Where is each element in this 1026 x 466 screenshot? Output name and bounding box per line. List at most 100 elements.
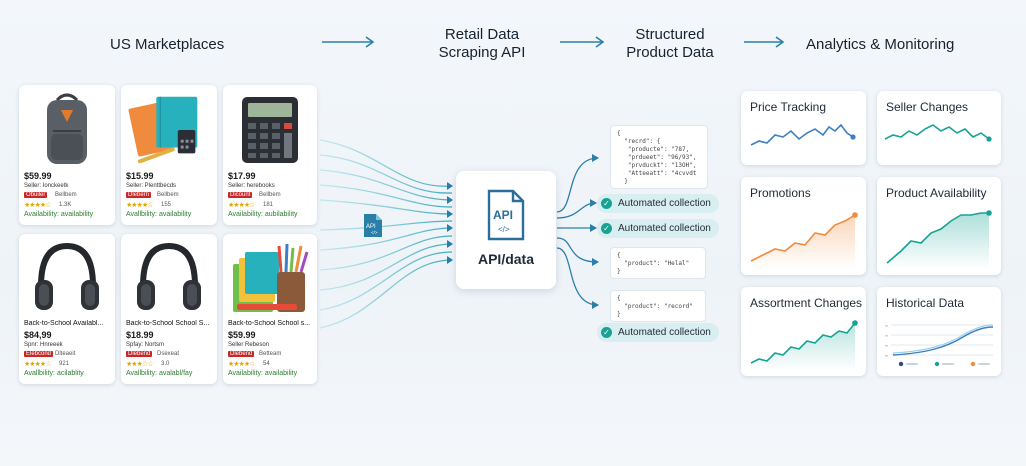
product-availability: Avallbility: avalabl/fay [126,370,193,377]
star-rating-icon: ★★★☆☆ [126,361,153,368]
notebooks-icon [127,89,211,169]
tile-historical-data[interactable]: Historical Data [877,287,1001,376]
tile-title: Assortment Changes [750,296,863,310]
product-seller: Seller: Ionckeetk [24,183,69,189]
automated-collection-pill: ✓ Automated collection [597,323,719,342]
calculator-icon [229,89,311,169]
api-file-icon: API </> [364,214,382,237]
automated-collection-pill: ✓ Automated collection [597,194,719,213]
pill-label: Automated collection [618,223,711,234]
rating-count: 921 [59,361,70,367]
product-availability: Avallbility: acilablity [24,370,84,377]
product-card-backpack[interactable]: $59.99 Seller: Ionckeetk Obuiler Bellbem… [19,85,115,225]
tile-title: Seller Changes [886,100,969,114]
tile-seller-changes[interactable]: Seller Changes [877,91,1001,165]
api-document-icon: API </> [487,189,525,241]
school-supplies-icon [229,238,311,318]
product-price: $17.99 [228,171,256,181]
discount-badge: Obuiler [24,192,48,198]
star-rating-icon: ★★★★☆ [126,202,153,209]
automated-collection-pill: ✓ Automated collection [597,219,719,238]
check-icon: ✓ [601,327,612,338]
tile-title: Product Availability [886,186,987,200]
api-small-label: API [366,224,376,230]
badge-secondary: Bellbem [55,192,77,198]
arrow-right-icon [744,36,785,48]
product-availability: Availability: availability [24,211,94,218]
tile-title: Historical Data [886,296,965,310]
line-chart-icon [884,124,992,142]
product-price: $59.99 [24,171,52,181]
line-chart-icon [885,324,994,367]
product-seller: Seller Rebeson [228,342,270,348]
badge-secondary: Dsexeat [157,351,180,357]
header-scraping-api: Retail Data Scraping API [432,26,532,62]
json-snippet-3: { "product": "record" } [610,290,706,322]
product-seller: Seller: Plenttbecds [126,183,177,189]
header-scraping-api-line2: Scraping API [438,44,526,61]
product-card-headphones-1[interactable]: Back-to-School Availabl... $84,99 Spnr: … [19,234,115,384]
line-chart-icon [750,123,856,146]
api-data-box: API </> API/data [456,171,556,289]
discount-badge: Dicount [228,192,253,198]
product-availability: Availability: availability [228,370,298,377]
json-snippet-1: { "recrd": { "producte": "787, "prdueet"… [610,125,708,189]
area-chart-icon [750,212,858,269]
pill-label: Automated collection [618,327,711,338]
header-scraping-api-line1: Retail Data [444,26,520,43]
area-chart-icon [886,210,992,269]
star-rating-icon: ★★★★☆ [228,361,255,368]
discount-badge: Elebcond [24,351,54,357]
api-box-code: </> [498,225,510,234]
product-price: $18.99 [126,330,154,340]
star-rating-icon: ★★★★☆ [24,202,51,209]
badge-secondary: Betteam [259,351,282,357]
product-seller: Spnr: Hnreeek [24,342,63,348]
tile-promotions[interactable]: Promotions [741,177,866,275]
headphones-icon [25,238,109,318]
check-icon: ✓ [601,223,612,234]
product-card-notebooks[interactable]: $15.99 Seller: Plenttbecds Dlebern Bellb… [121,85,217,225]
arrow-right-icon [560,36,605,48]
headphones-icon [127,238,211,318]
discount-badge: Dlebern [126,192,152,198]
api-box-text: API [493,208,513,222]
star-rating-icon: ★★★★☆ [228,202,255,209]
backpack-icon [25,89,109,169]
product-availability: Avallbility: availability [126,211,192,218]
product-seller: Seller: herebooks [228,183,275,189]
header-structured-line1: Structured [635,26,705,43]
tile-title: Price Tracking [750,100,827,114]
badge-secondary: Bellbem [157,192,179,198]
rating-count: 1.3K [59,202,72,208]
discount-badge: Dlebend [228,351,255,357]
header-structured-line2: Product Data [626,44,714,61]
header-structured-data: Structured Product Data [620,26,720,62]
api-box-label: API/data [477,251,534,267]
rating-count: 181 [263,202,274,208]
json-snippet-2: { "product": "Helal" } [610,247,706,279]
product-title: Back-to-School Availabl... [24,320,104,327]
rating-count: 155 [161,202,172,208]
tile-price-tracking[interactable]: Price Tracking [741,91,866,165]
tile-product-availability[interactable]: Product Availability [877,177,1001,275]
arrow-right-icon [322,36,375,48]
product-price: $15.99 [126,171,154,181]
product-availability: Availability: aubilability [228,211,298,218]
tile-title: Promotions [750,186,811,200]
header-us-marketplaces: US Marketplaces [110,36,225,53]
tile-assortment-changes[interactable]: Assortment Changes [741,287,866,376]
rating-count: 54 [263,361,270,367]
area-chart-icon [750,320,858,371]
check-icon: ✓ [601,198,612,209]
badge-secondary: Dlteaeit [55,351,76,357]
product-title: Back-to-School School S... [126,320,210,327]
rating-count: 3.0 [161,361,170,367]
product-title: Back-to-School School s... [228,320,311,327]
product-price: $59.99 [228,330,256,340]
product-card-headphones-2[interactable]: Back-to-School School S... $18.99 Spfay:… [121,234,217,384]
header-analytics: Analytics & Monitoring [806,36,955,53]
product-card-school-supplies[interactable]: Back-to-School School s... $59.99 Seller… [223,234,317,384]
product-card-calculator[interactable]: $17.99 Seller: herebooks Dicount Bellbem… [223,85,317,225]
